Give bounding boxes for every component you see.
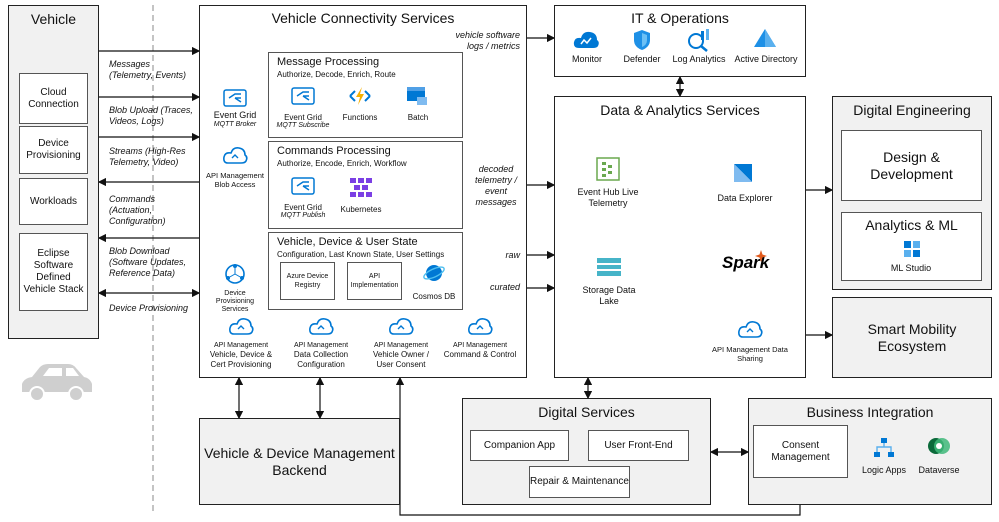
edge-label-blob-upload: Blob Upload (Traces, Videos, Logs)	[109, 105, 193, 126]
event-hub-icon	[596, 157, 620, 181]
vehicle-sdv-stack[interactable]: Eclipse Software Defined Vehicle Stack	[19, 233, 88, 311]
api-provisioning-top: API Management	[213, 342, 269, 349]
cloud-api-icon	[468, 318, 493, 335]
dataverse-label: Dataverse	[918, 465, 960, 475]
batch-icon	[407, 87, 427, 105]
data-explorer-icon	[734, 164, 752, 182]
msg-batch-label: Batch	[407, 113, 429, 122]
message-processing-title: Message Processing	[277, 56, 380, 68]
cmd-kubernetes-label: Kubernetes	[340, 205, 382, 214]
azure-device-registry[interactable]: Azure Device Registry	[280, 262, 335, 300]
cloud-api-icon	[223, 147, 248, 164]
analytics-ml-title: Analytics & ML	[865, 217, 958, 233]
das-explorer-label: Data Explorer	[717, 193, 773, 203]
edge-label-blob-download: Blob Download (Software Updates, Referen…	[109, 246, 187, 278]
api-implementation[interactable]: API Implementation	[347, 262, 402, 300]
ml-studio-label: ML Studio	[890, 263, 932, 273]
ml-studio-icon	[904, 241, 920, 257]
bi-title: Business Integration	[806, 404, 934, 420]
api-provisioning-label[interactable]: Vehicle, Device & Cert Provisioning	[209, 350, 273, 369]
api-command-top: API Management	[452, 342, 508, 349]
dataverse-icon	[928, 438, 950, 454]
edge-label-curated: curated	[489, 282, 520, 292]
cosmos-db-label: Cosmos DB	[412, 292, 456, 301]
analytics-ml-panel[interactable]: Analytics & ML	[841, 212, 982, 281]
cloud-api-icon	[309, 318, 334, 335]
edge-label-messages: Messages (Telemetry, Events)	[109, 59, 187, 80]
state-desc: Configuration, Last Known State, User Se…	[277, 250, 445, 259]
shield-icon	[634, 30, 650, 50]
vehicle-cloud-connection[interactable]: Cloud Connection	[19, 73, 88, 124]
msg-event-grid-sub: MQTT Subscribe	[276, 122, 330, 129]
vcs-blob-access-label: API Management Blob Access	[206, 171, 264, 189]
consent-management[interactable]: Consent Management	[753, 425, 848, 478]
api-consent-label[interactable]: Vehicle Owner / User Consent	[372, 350, 430, 369]
cmd-event-grid-sub: MQTT Publish	[280, 212, 326, 219]
ds-title: Digital Services	[538, 404, 635, 420]
api-collection-label[interactable]: Data Collection Configuration	[293, 350, 349, 369]
de-title: Digital Engineering	[853, 102, 971, 118]
active-directory-icon	[754, 29, 776, 47]
vcs-dps-label: Device Provisioning Services	[215, 290, 255, 313]
edge-label-device-provisioning: Device Provisioning	[109, 303, 189, 313]
cloud-api-icon	[389, 318, 414, 335]
design-development[interactable]: Design & Development	[841, 130, 982, 201]
cosmos-db-icon	[423, 265, 445, 281]
monitor-icon	[573, 31, 599, 48]
vehicle-title: Vehicle	[30, 11, 77, 27]
das-title: Data & Analytics Services	[600, 102, 760, 118]
commands-processing-title: Commands Processing	[277, 145, 391, 157]
event-grid-icon	[291, 87, 315, 105]
itops-log-analytics-label: Log Analytics	[672, 54, 726, 64]
logic-apps-icon	[874, 438, 894, 457]
functions-icon	[349, 87, 371, 105]
device-provisioning-icon	[225, 264, 245, 284]
itops-title: IT & Operations	[631, 10, 729, 26]
event-grid-icon	[223, 89, 247, 107]
vcs-event-grid-label: Event Grid	[213, 110, 257, 120]
spark-star-icon	[755, 250, 767, 262]
vehicle-workloads[interactable]: Workloads	[19, 178, 88, 225]
car-icon	[22, 364, 92, 402]
edge-label-commands: Commands (Actuation, Configuration)	[109, 194, 166, 226]
management-backend[interactable]: Vehicle & Device Management Backend	[199, 418, 400, 505]
api-command-label[interactable]: Command & Control	[443, 350, 517, 359]
itops-monitor-label: Monitor	[571, 54, 602, 64]
companion-app[interactable]: Companion App	[470, 430, 569, 461]
kubernetes-icon	[350, 178, 372, 197]
das-sharing-label[interactable]: API Management Data Sharing	[712, 345, 788, 363]
api-consent-top: API Management	[373, 342, 429, 349]
das-storage-label: Storage Data Lake	[582, 285, 636, 306]
logic-apps-label: Logic Apps	[861, 465, 907, 475]
vcs-event-grid-sub: MQTT Broker	[213, 121, 257, 128]
itops-active-directory-label: Active Directory	[734, 54, 798, 64]
smart-mobility[interactable]: Smart Mobility Ecosystem	[832, 297, 992, 378]
user-front-end[interactable]: User Front-End	[588, 430, 689, 461]
edge-label-sw-logs: vehicle software logs / metrics	[455, 30, 520, 51]
cmd-event-grid-label: Event Grid	[284, 203, 322, 212]
edge-label-raw: raw	[505, 250, 520, 260]
edge-label-decoded: decoded telemetry / event messages	[474, 164, 517, 207]
cloud-api-icon	[738, 321, 763, 338]
state-title: Vehicle, Device & User State	[277, 236, 418, 248]
event-grid-icon	[291, 177, 315, 195]
message-processing-panel: Message Processing Authorize, Decode, En…	[268, 52, 463, 138]
spark-logo: Spark	[722, 253, 770, 272]
das-panel: Data & Analytics Services	[554, 96, 806, 378]
message-processing-desc: Authorize, Decode, Enrich, Route	[277, 70, 396, 79]
api-collection-top: API Management	[293, 342, 349, 349]
itops-defender-label: Defender	[623, 54, 661, 64]
log-analytics-icon	[688, 29, 709, 52]
edge-label-streams: Streams (High-Res Telemetry, Video)	[109, 146, 186, 167]
cloud-api-icon	[229, 318, 254, 335]
msg-functions-label: Functions	[342, 113, 378, 122]
storage-icon	[597, 258, 621, 276]
repair-maintenance[interactable]: Repair & Maintenance	[529, 466, 630, 498]
msg-event-grid-label: Event Grid	[284, 113, 322, 122]
vehicle-device-provisioning[interactable]: Device Provisioning	[19, 126, 88, 174]
das-eventhub-label: Event Hub Live Telemetry	[577, 187, 639, 208]
vcs-title: Vehicle Connectivity Services	[271, 10, 455, 26]
commands-processing-desc: Authorize, Encode, Enrich, Workflow	[277, 159, 407, 168]
